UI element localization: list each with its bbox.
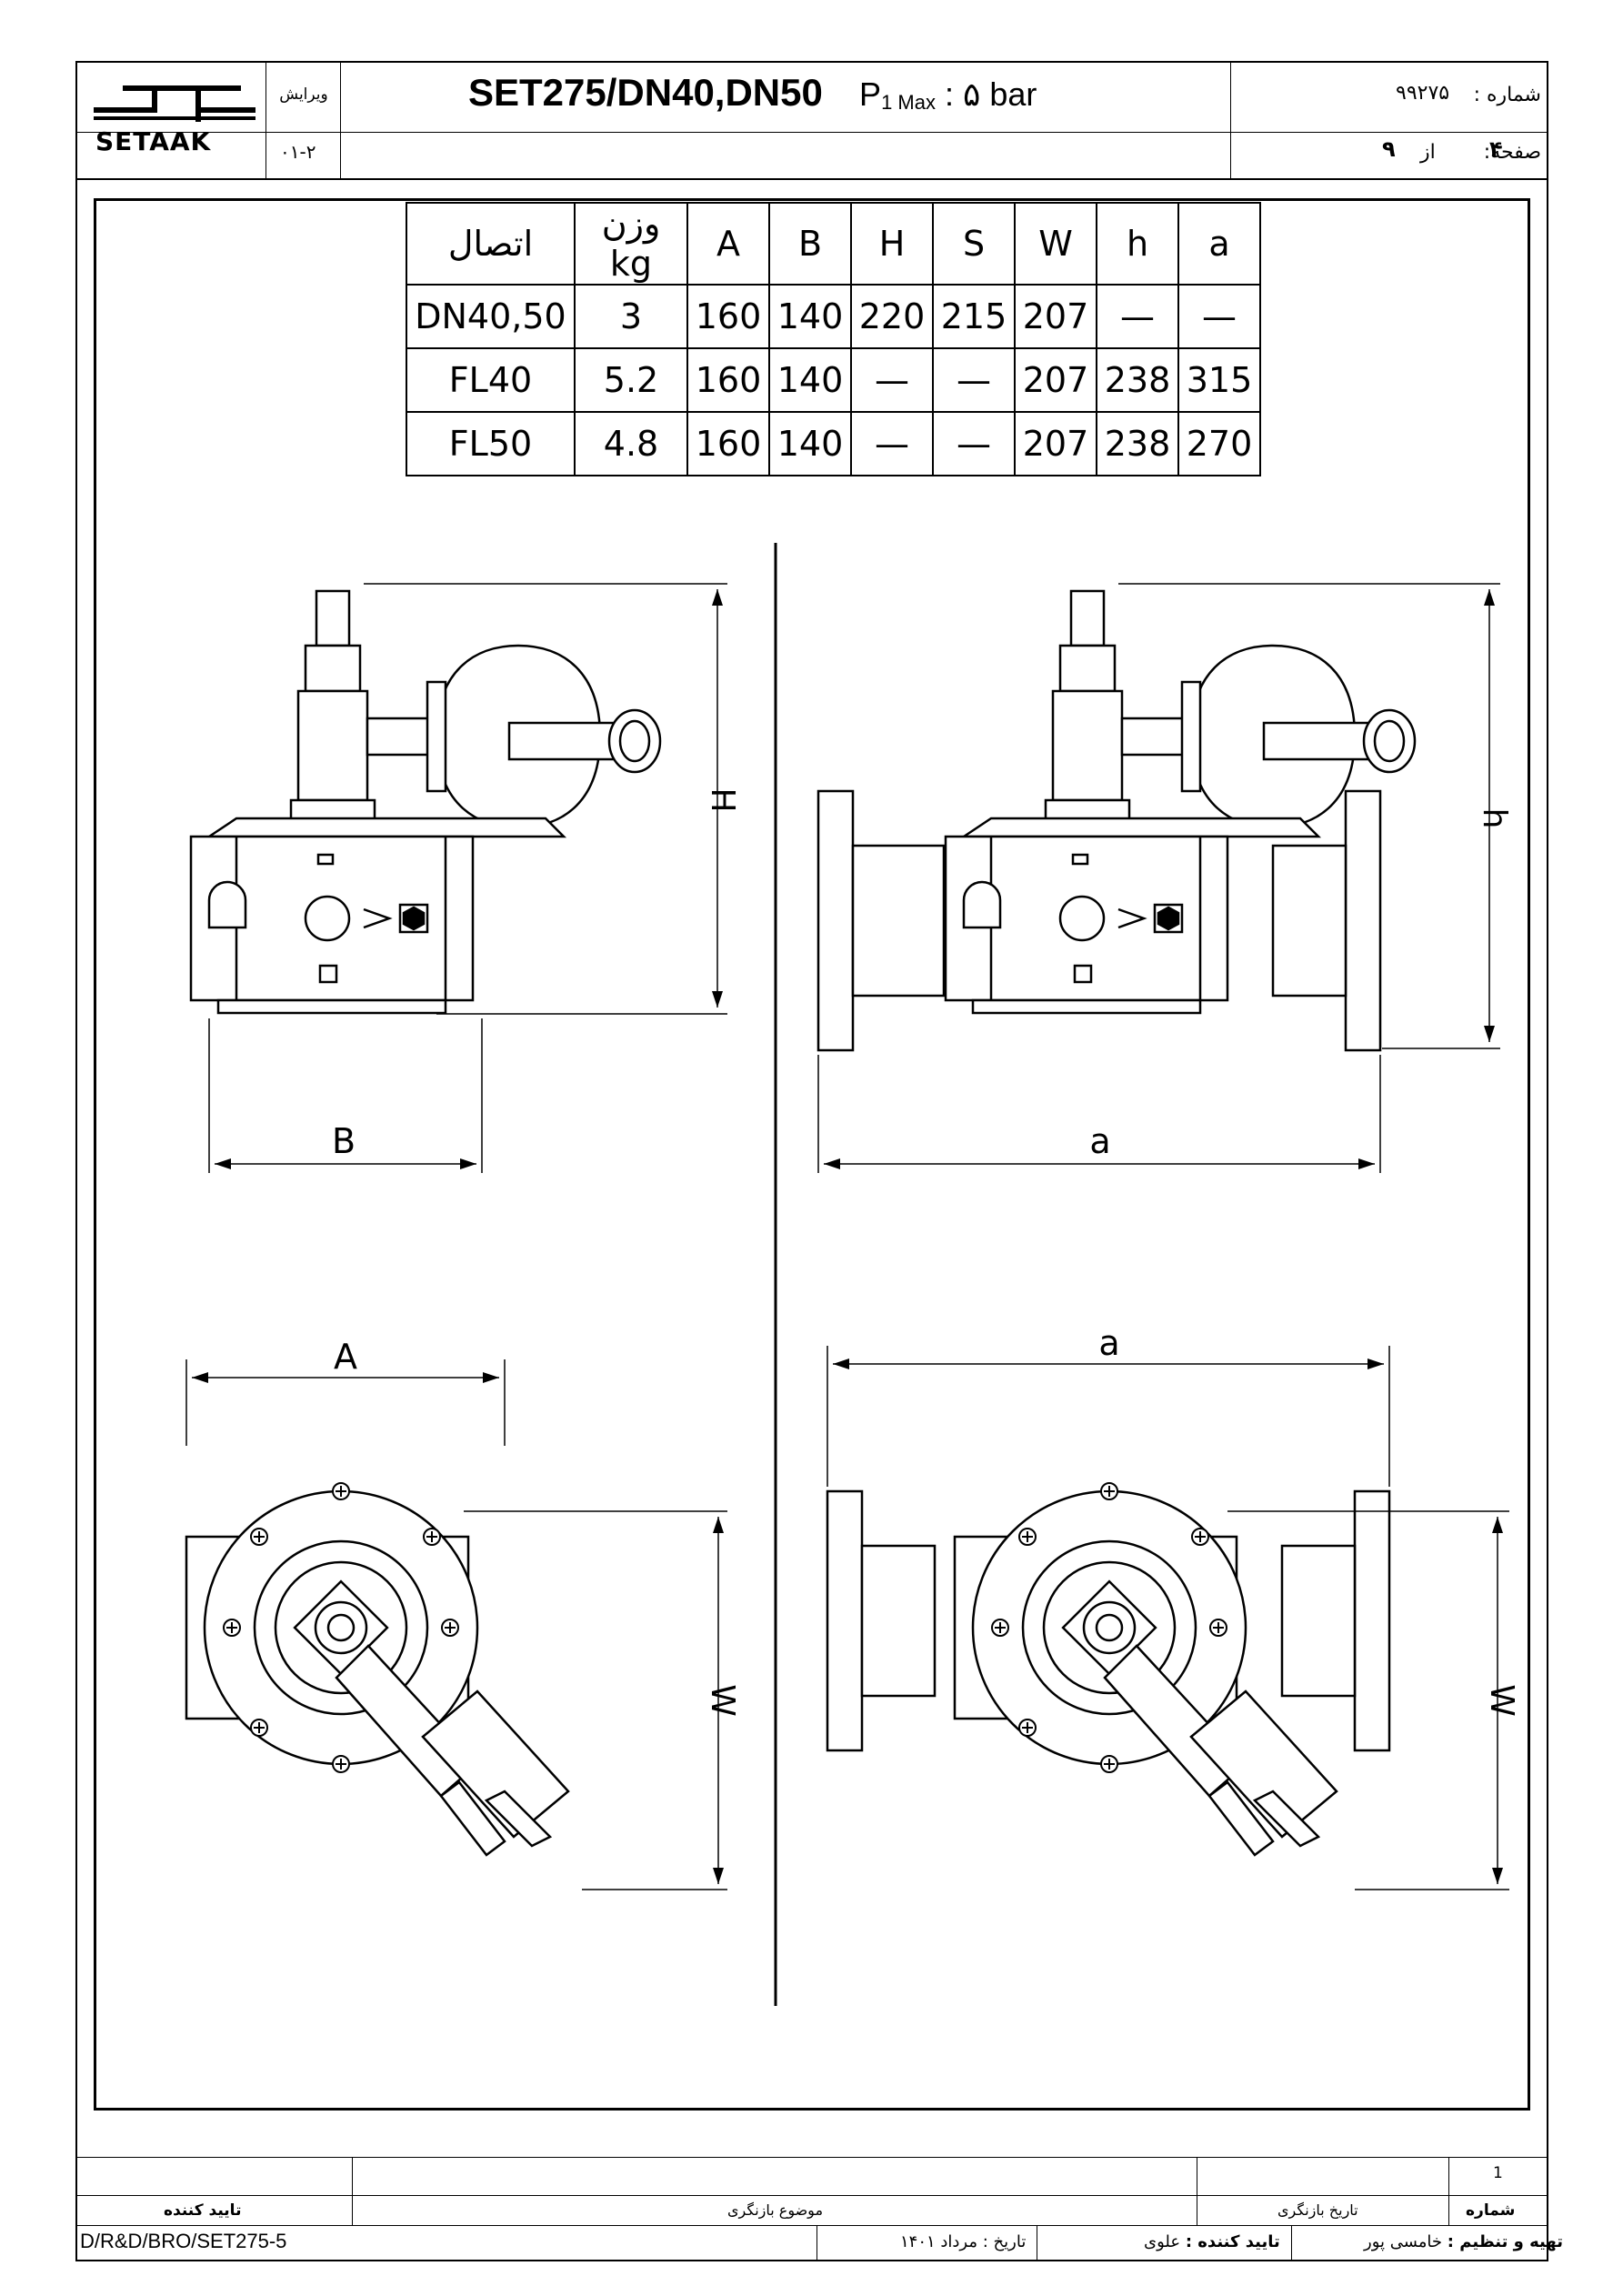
side-view-threaded <box>189 589 662 1015</box>
dim-label-H: H <box>704 787 741 812</box>
company-logo: SETAAK <box>86 76 264 163</box>
table-cell: 207 <box>1014 284 1097 349</box>
table-cell: 270 <box>1177 411 1261 476</box>
approved-by-label: تایید کننده : <box>1185 2232 1280 2251</box>
document-code: D/R&D/BRO/SET275-5 <box>80 2230 287 2252</box>
top-view-threaded <box>186 1483 568 1855</box>
top-view-flanged <box>826 1483 1391 1855</box>
table-cell: 207 <box>1014 347 1097 413</box>
dim-label-A: A <box>334 1337 357 1377</box>
pressure-value: : ۵ bar <box>935 75 1037 113</box>
table-header-cell: S <box>932 202 1016 286</box>
pressure-sub: 1 Max <box>881 91 936 115</box>
revision-date-label: تاریخ بازنگری <box>1277 2201 1358 2219</box>
table-header-cell: H <box>850 202 934 286</box>
table-cell: 160 <box>686 347 770 413</box>
revision-value: ۰۱-۲ <box>280 141 316 163</box>
table-cell: 140 <box>768 347 852 413</box>
table-header-row: اتصال وزن kg A B H S W h a <box>406 202 1261 286</box>
table-cell: 140 <box>768 411 852 476</box>
table-cell: 220 <box>850 284 934 349</box>
table-cell: DN40,50 <box>406 284 576 349</box>
approved-by-value: علوی <box>1144 2232 1181 2251</box>
table-header-cell: اتصال <box>406 202 576 286</box>
table-cell: 238 <box>1096 411 1179 476</box>
page-frame <box>75 61 1548 2261</box>
table-cell: 160 <box>686 411 770 476</box>
table-cell: 4.8 <box>574 411 688 476</box>
dim-label-W-left: W <box>704 1684 741 1717</box>
table-cell: — <box>932 411 1016 476</box>
drawing-area <box>94 198 1530 2111</box>
table-cell: — <box>850 347 934 413</box>
document-number-value: ۹۹۲۷۵ <box>1396 82 1450 105</box>
dim-label-W-right: W <box>1483 1684 1520 1717</box>
revision-number-label: شماره <box>1466 2201 1516 2220</box>
document-number-label: شماره : <box>1473 84 1541 106</box>
table-header-cell: A <box>686 202 770 286</box>
dim-label-h: h <box>1476 808 1513 829</box>
table-header-cell: B <box>768 202 852 286</box>
page-label: صفحه: <box>1483 141 1541 164</box>
table-cell: 3 <box>574 284 688 349</box>
table-row: FL50 4.8 160 140 — — 207 238 270 <box>406 411 1261 476</box>
table-header-cell: a <box>1177 202 1261 286</box>
table-cell: FL50 <box>406 411 576 476</box>
page-current: ۴ <box>1489 136 1503 162</box>
issue-date: تاریخ : مرداد ۱۴۰۱ <box>900 2232 1027 2251</box>
revision-row-number: 1 <box>1493 2164 1503 2182</box>
table-cell: 160 <box>686 284 770 349</box>
dim-label-a-top: a <box>1089 1121 1110 1161</box>
document-title: SET275/DN40,DN50 <box>468 71 823 114</box>
table-header-cell: وزن kg <box>574 202 688 286</box>
prepared-by-label: تهیه و تنظیم : <box>1447 2232 1563 2251</box>
revision-label: ویرایش <box>279 85 328 104</box>
table-cell: 315 <box>1177 347 1261 413</box>
dimension-table: اتصال وزن kg A B H S W h a DN40,50 3 160… <box>406 202 1261 476</box>
approved-by: تایید کننده : علوی <box>1144 2232 1280 2251</box>
table-cell: 238 <box>1096 347 1179 413</box>
table-cell: — <box>1177 284 1261 349</box>
pressure-prefix: P <box>859 75 882 113</box>
page-total: ۹ <box>1382 136 1396 162</box>
prepared-by-value: خامسی پور <box>1364 2232 1443 2251</box>
page-of: از <box>1420 141 1436 164</box>
table-cell: — <box>932 347 1016 413</box>
table-cell: — <box>850 411 934 476</box>
revision-subject-label: موضوع بازنگری <box>727 2201 824 2219</box>
table-row: DN40,50 3 160 140 220 215 207 — — <box>406 284 1261 349</box>
table-cell: FL40 <box>406 347 576 413</box>
brand-name: SETAAK <box>95 126 212 156</box>
dim-label-a-bottom: a <box>1098 1323 1119 1363</box>
table-cell: — <box>1096 284 1179 349</box>
dim-label-B: B <box>332 1121 356 1161</box>
table-row: FL40 5.2 160 140 — — 207 238 315 <box>406 347 1261 413</box>
document-title-block: SET275/DN40,DN50 P1 Max : ۵ bar <box>468 71 1037 115</box>
prepared-by: تهیه و تنظیم : خامسی پور <box>1364 2232 1563 2251</box>
side-view-flanged <box>817 589 1417 1052</box>
table-cell: 215 <box>932 284 1016 349</box>
approver-label: تایید کننده <box>164 2201 242 2220</box>
table-header-cell: W <box>1014 202 1097 286</box>
table-cell: 207 <box>1014 411 1097 476</box>
table-cell: 140 <box>768 284 852 349</box>
table-cell: 5.2 <box>574 347 688 413</box>
table-header-cell: h <box>1096 202 1179 286</box>
